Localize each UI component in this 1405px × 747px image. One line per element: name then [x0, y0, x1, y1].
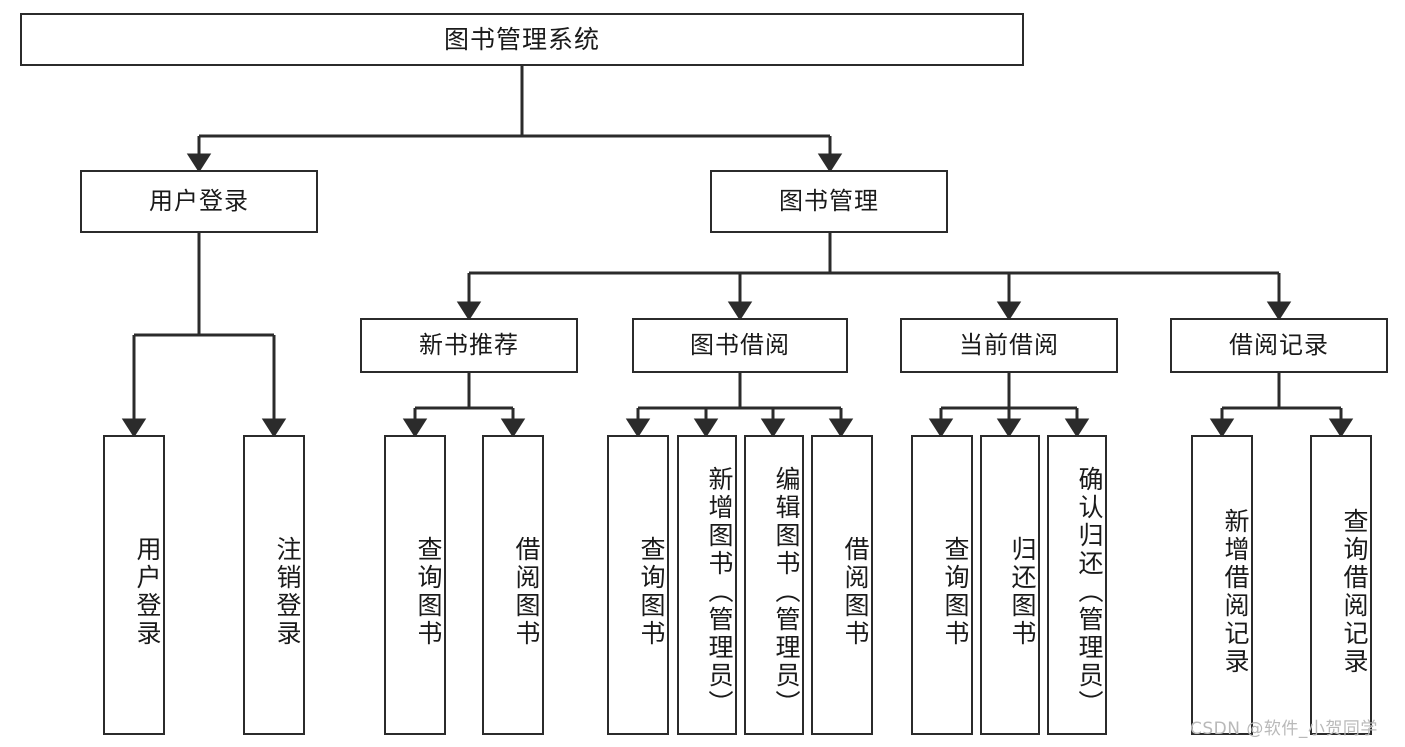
leaf-query-book-borrowing[interactable]: 查询图书: [607, 435, 669, 735]
leaf-borrow-book-new-recommendation[interactable]: 借阅图书: [482, 435, 544, 735]
leaf-logout[interactable]: 注销登录: [243, 435, 305, 735]
edge-root-to-level2: [186, 66, 843, 173]
node-borrowing-record[interactable]: 借阅记录: [1170, 318, 1388, 373]
leaf-user-login[interactable]: 用户登录: [103, 435, 165, 735]
node-new-book-recommendation[interactable]: 新书推荐: [360, 318, 578, 373]
node-user-login[interactable]: 用户登录: [80, 170, 318, 233]
leaf-confirm-return-admin[interactable]: 确认归还（管理员）: [1047, 435, 1107, 735]
edge-book-mgmt-to-level3: [456, 233, 1292, 321]
node-current-borrowing[interactable]: 当前借阅: [900, 318, 1118, 373]
leaf-query-book-new-recommendation[interactable]: 查询图书: [384, 435, 446, 735]
node-book-borrowing[interactable]: 图书借阅: [632, 318, 848, 373]
leaf-borrow-book-borrowing[interactable]: 借阅图书: [811, 435, 873, 735]
edge-user-login-to-leaves: [121, 233, 287, 438]
edge-borrow-record-to-leaves: [1209, 373, 1354, 438]
node-book-management[interactable]: 图书管理: [710, 170, 948, 233]
edge-current-borrow-to-leaves: [928, 373, 1090, 438]
csdn-watermark: CSDN @软件_小贺同学: [1190, 719, 1378, 739]
leaf-return-book[interactable]: 归还图书: [980, 435, 1040, 735]
leaf-add-book-admin[interactable]: 新增图书（管理员）: [677, 435, 737, 735]
leaf-query-borrowing-record[interactable]: 查询借阅记录: [1310, 435, 1372, 735]
leaf-add-borrowing-record[interactable]: 新增借阅记录: [1191, 435, 1253, 735]
edge-new-book-rec-to-leaves: [402, 373, 526, 438]
leaf-query-book-current[interactable]: 查询图书: [911, 435, 973, 735]
leaf-edit-book-admin[interactable]: 编辑图书（管理员）: [744, 435, 804, 735]
edge-book-borrow-to-leaves: [625, 373, 854, 438]
node-root-library-management-system[interactable]: 图书管理系统: [20, 13, 1024, 66]
